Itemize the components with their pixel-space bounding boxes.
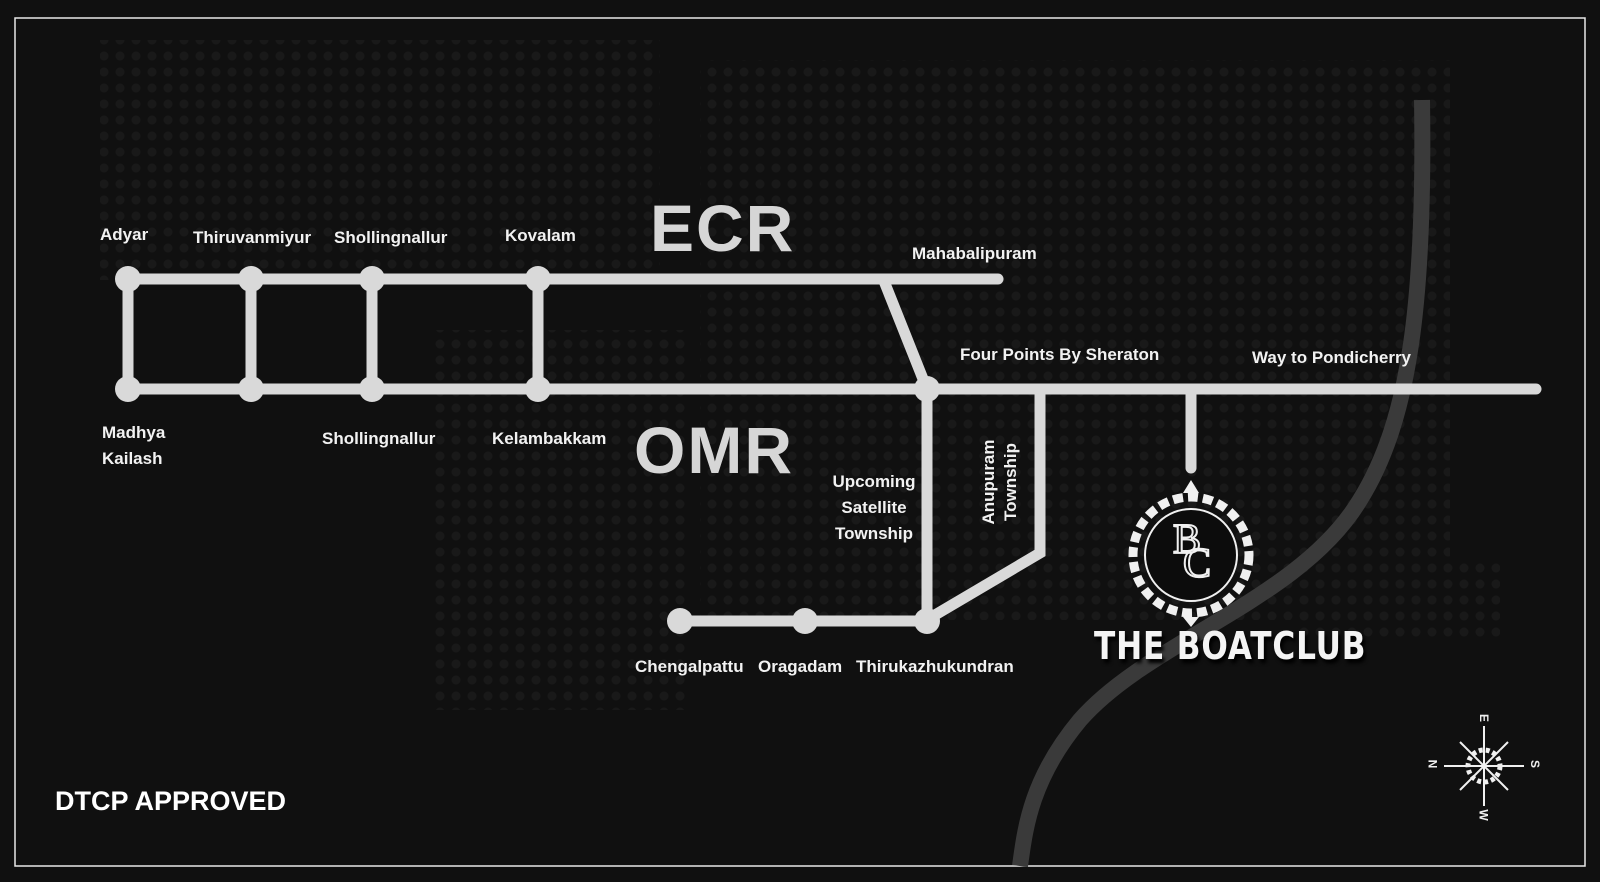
- stop-label-chengalpattu: Chengalpattu: [635, 657, 744, 676]
- stop-label-shollingnallur-omr: Shollingnallur: [322, 429, 436, 448]
- compass-s: S: [1528, 759, 1543, 769]
- stop-label-mahabalipuram: Mahabalipuram: [912, 244, 1037, 263]
- compass-n: N: [1425, 759, 1440, 769]
- stop-label-four-points: Four Points By Sheraton: [960, 345, 1160, 364]
- anupuram-road: [929, 389, 1046, 621]
- label-satellite-township: Upcoming Satellite Township: [832, 472, 916, 543]
- stop-label-way-to-pondicherry: Way to Pondicherry: [1252, 348, 1412, 367]
- stop-nodes: [115, 266, 940, 634]
- stop-label-thirukazhukundran: Thirukazhukundran: [856, 657, 1014, 676]
- stop-label-kelambakkam: Kelambakkam: [492, 429, 607, 448]
- dtcp-approved-badge: DTCP APPROVED: [55, 786, 287, 816]
- compass-w: W: [1476, 809, 1491, 821]
- label-anupuram-township: Anupuram Township: [979, 439, 1020, 525]
- frame-border: [14, 17, 1586, 867]
- stop-label-shollingnallur-ecr: Shollingnallur: [334, 228, 448, 247]
- stop-label-oragadam: Oragadam: [758, 657, 843, 676]
- stop-label-thiruvanmiyur: Thiruvanmiyur: [193, 228, 312, 247]
- stop-label-kovalam: Kovalam: [505, 226, 576, 245]
- stop-label-madhya-kailash: Madhya Kailash: [102, 423, 166, 468]
- river: [1012, 99, 1431, 868]
- mahabalipuram-link: [878, 275, 933, 395]
- project-name: THE BOATCLUB: [1094, 624, 1367, 668]
- svg-text:B: B: [1173, 517, 1201, 563]
- stop-label-adyar: Adyar: [100, 225, 149, 244]
- compass-icon: [1444, 726, 1524, 806]
- boatclub-logo-icon: B C: [1128, 480, 1254, 627]
- svg-text:C: C: [1183, 541, 1211, 587]
- omr-road-label: OMR: [634, 413, 794, 487]
- compass-e: E: [1477, 713, 1492, 723]
- ecr-road-label: ECR: [650, 191, 796, 265]
